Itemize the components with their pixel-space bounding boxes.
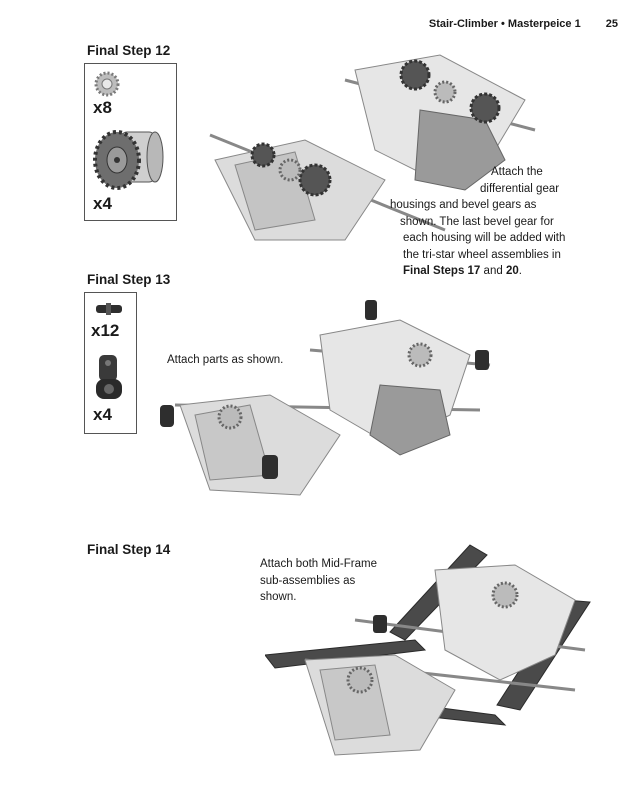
step-12-caption-line: differential gear <box>480 182 560 195</box>
step-12-assembly-illustration <box>209 54 536 241</box>
step-14-caption: Attach both Mid-Frame sub-assemblies as … <box>260 556 377 606</box>
section-title: Masterpeice 1 <box>507 18 581 30</box>
step-13-title: Final Step 13 <box>87 272 171 287</box>
step-12-caption-line: Attach the <box>491 166 543 178</box>
step-ref-17: Final Steps 17 <box>403 265 481 277</box>
step-13-qty-2: x4 <box>93 405 112 424</box>
step-12-qty-1: x8 <box>93 98 112 117</box>
book-title: Stair-Climber <box>428 18 498 30</box>
differential-gear-icon <box>93 130 164 190</box>
step-12-parts-list: x8 x4 <box>84 63 177 221</box>
page-number: 25 <box>605 18 618 30</box>
connector-pin-icon <box>96 303 122 315</box>
step-14-caption-line: Attach both Mid-Frame <box>260 558 377 570</box>
step-12-title: Final Step 12 <box>87 43 171 58</box>
step-12-caption-line: housings and bevel gears as <box>390 199 537 211</box>
step-14-title: Final Step 14 <box>87 542 171 557</box>
step-14-assembly-illustration <box>265 544 591 756</box>
perpendicular-connector-icon <box>96 355 122 399</box>
ref-and: and <box>483 265 503 277</box>
step-13-parts-list: x12 x4 <box>84 292 137 434</box>
step-12-caption: Attach the differential gear housings an… <box>390 164 620 280</box>
step-13-assembly-illustration <box>160 300 491 496</box>
step-12-qty-2: x4 <box>93 194 112 213</box>
step-ref-20: 20 <box>505 265 519 277</box>
running-header: Stair-Climber • Masterpeice 1 25 <box>429 18 618 30</box>
step-12-caption-line: each housing will be added with <box>403 232 566 244</box>
step-14-caption-line: sub-assemblies as <box>260 574 356 587</box>
step-13-qty-1: x12 <box>91 321 120 340</box>
header-separator: • <box>501 18 505 30</box>
step-12-caption-line: shown. The last bevel gear for <box>400 215 554 228</box>
step-14-caption-line: shown. <box>260 591 297 603</box>
step-12-caption-line: the tri-star wheel assemblies in <box>403 248 561 261</box>
ref-period: . <box>518 265 522 277</box>
step-13-caption: Attach parts as shown. <box>167 354 284 366</box>
small-gear-icon <box>94 71 120 97</box>
step-12-caption-ref-line: Final Steps 17 and 20. <box>390 263 620 280</box>
